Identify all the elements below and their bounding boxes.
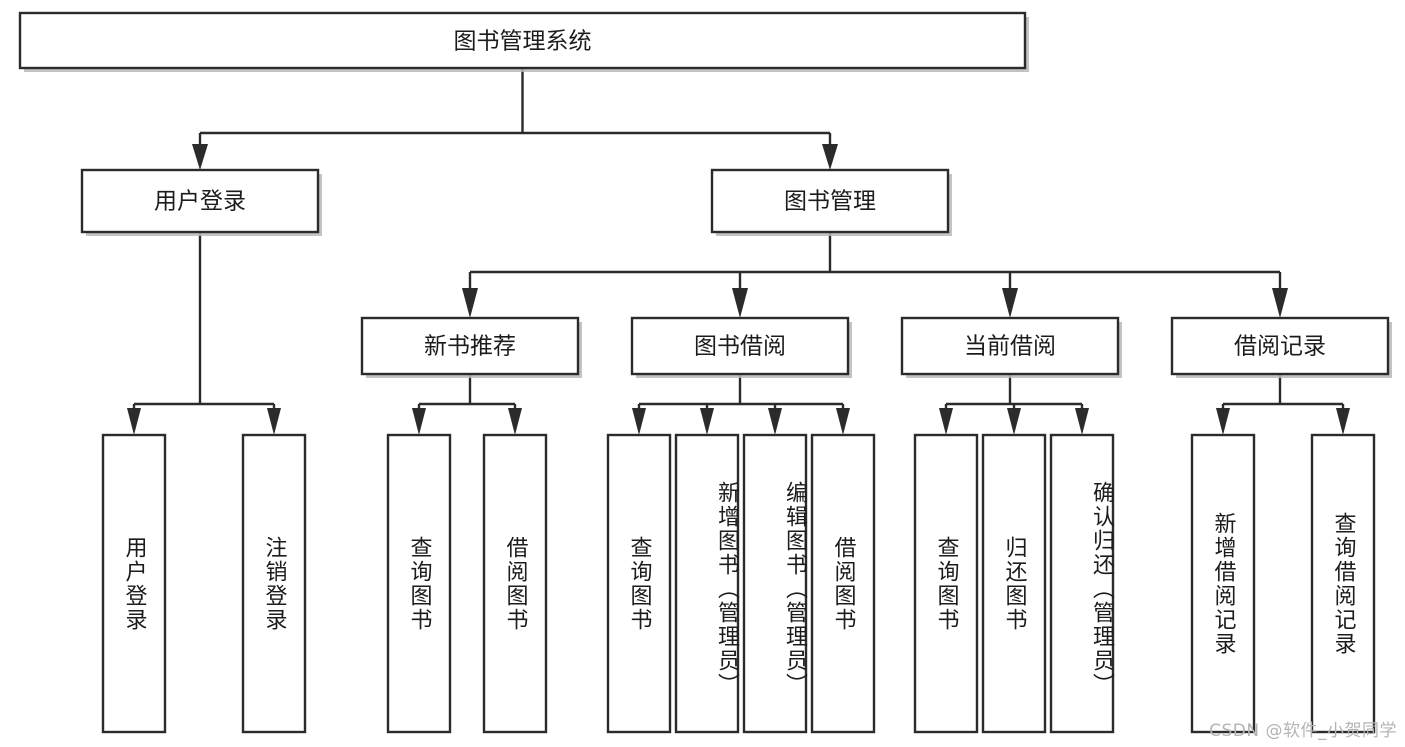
node-book-manage-rect [710, 168, 950, 234]
node-book-manage-label: 图书管理 [784, 189, 876, 215]
node-new-book-recommend[interactable]: 新书推荐 [360, 316, 582, 378]
arrow-head-leaf-borrow-book [836, 408, 850, 435]
node-leaf-borrow-book-rect[interactable] [810, 433, 876, 734]
arrow-head-new-book-recommend [462, 288, 478, 318]
node-leaf-query-borrow-record-rect[interactable] [1310, 433, 1376, 734]
node-borrow-record-rect [1170, 316, 1390, 376]
node-new-book-recommend-rect [360, 316, 580, 376]
connector-group-new-book-recommend [412, 374, 522, 435]
node-current-borrow[interactable]: 当前借阅 [900, 316, 1122, 378]
arrow-head-leaf-borrow-book-rec [508, 408, 522, 435]
arrow-head-book-manage [822, 144, 838, 170]
arrow-head-leaf-add-book-admin [700, 408, 714, 435]
node-user-login-rect [80, 168, 320, 234]
node-book-borrow[interactable]: 图书借阅 [630, 316, 852, 378]
arrow-head-leaf-user-login [127, 408, 141, 435]
arrow-head-leaf-edit-book-admin [768, 408, 782, 435]
connector-group-current-borrow [939, 374, 1089, 435]
csdn-watermark: CSDN @软件_小贺同学 [1209, 721, 1397, 741]
leaf-boxes [101, 433, 1376, 734]
node-book-borrow-rect [630, 316, 850, 376]
node-book-manage[interactable]: 图书管理 [710, 168, 952, 236]
node-root[interactable]: 图书管理系统 [18, 11, 1029, 72]
arrow-head-leaf-query-book-current [939, 408, 953, 435]
node-leaf-confirm-return-admin-rect[interactable] [1049, 433, 1115, 734]
connector-group-book-borrow [632, 374, 850, 435]
node-root-rect [18, 11, 1027, 70]
node-book-borrow-label: 图书借阅 [694, 334, 786, 360]
connector-group-root [192, 68, 838, 170]
node-leaf-query-book-current-rect[interactable] [913, 433, 979, 734]
node-leaf-user-logout-rect[interactable] [241, 433, 307, 734]
arrow-head-leaf-confirm-return-admin [1075, 408, 1089, 435]
node-current-borrow-label: 当前借阅 [964, 334, 1056, 360]
node-root-label: 图书管理系统 [454, 29, 592, 55]
arrow-head-leaf-user-logout [267, 408, 281, 435]
arrow-head-leaf-query-book-rec [412, 408, 426, 435]
connector-group-book-manage [462, 232, 1288, 318]
node-new-book-recommend-label: 新书推荐 [424, 334, 516, 360]
arrow-head-borrow-record [1272, 288, 1288, 318]
node-leaf-return-book-rect[interactable] [981, 433, 1047, 734]
node-leaf-user-login-rect[interactable] [101, 433, 167, 734]
connector-group-borrow-record [1216, 374, 1350, 435]
arrow-head-current-borrow [1002, 288, 1018, 318]
arrow-head-leaf-return-book [1007, 408, 1021, 435]
node-leaf-edit-book-admin-rect[interactable] [742, 433, 808, 734]
node-borrow-record-label: 借阅记录 [1234, 334, 1326, 360]
node-current-borrow-rect [900, 316, 1120, 376]
node-leaf-add-book-admin-rect[interactable] [674, 433, 740, 734]
connector-group-user-login [127, 232, 281, 435]
node-borrow-record[interactable]: 借阅记录 [1170, 316, 1392, 378]
arrow-head-leaf-add-borrow-record [1216, 408, 1230, 435]
node-leaf-query-book-rec-rect[interactable] [386, 433, 452, 734]
arrow-head-leaf-query-borrow-record [1336, 408, 1350, 435]
node-leaf-add-borrow-record-rect[interactable] [1190, 433, 1256, 734]
node-user-login[interactable]: 用户登录 [80, 168, 322, 236]
node-user-login-label: 用户登录 [154, 189, 246, 215]
arrow-head-book-borrow [732, 288, 748, 318]
node-leaf-borrow-book-rec-rect[interactable] [482, 433, 548, 734]
arrow-head-leaf-query-book-borrow [632, 408, 646, 435]
node-leaf-query-book-borrow-rect[interactable] [606, 433, 672, 734]
arrow-head-user-login [192, 144, 208, 170]
